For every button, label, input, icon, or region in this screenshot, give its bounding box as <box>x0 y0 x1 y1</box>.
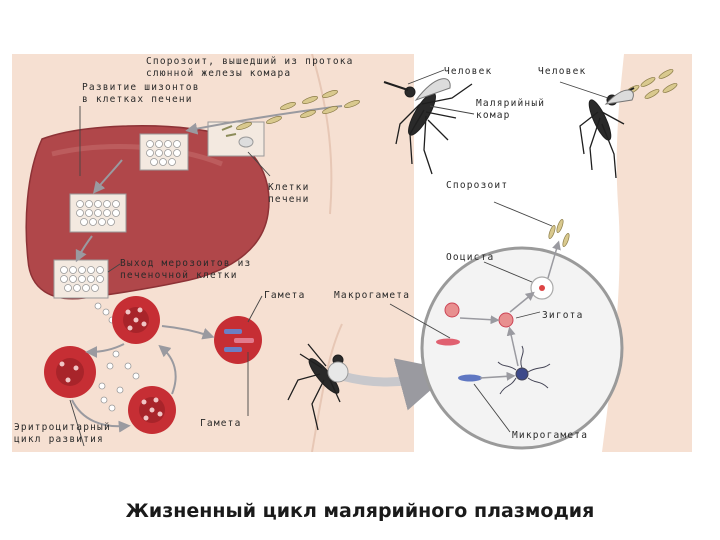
label-human-1: Человек <box>444 66 492 77</box>
sporozoites-in-mosquito <box>548 219 571 248</box>
macrogamete-icon <box>445 303 459 317</box>
label-mosquito-1: Малярийный <box>476 98 545 109</box>
label-liver-cells-1: Клетки <box>268 182 310 193</box>
label-microgamete: Микрогамета <box>512 430 588 441</box>
label-oocyst: Ооциста <box>446 252 494 263</box>
zygote-icon <box>499 313 513 327</box>
macrogamete-elongated-icon <box>436 339 460 346</box>
microgamete-elongated-icon <box>458 375 482 382</box>
human-skin-right <box>602 54 692 452</box>
liver-cell-top <box>140 134 188 170</box>
label-schizont-dev-2: в клетках печени <box>82 94 193 105</box>
label-human-2: Человек <box>538 66 586 77</box>
erythrocyte-left <box>44 346 96 398</box>
label-merozoite-exit-1: Выход мерозоитов из <box>120 258 251 269</box>
label-sporozoite-duct-2: слюнной железы комара <box>146 68 291 79</box>
label-sporozoite-duct-1: Спорозоит, вышедший из протока <box>146 56 354 67</box>
liver-cell-bottom <box>54 260 108 298</box>
label-gamete-top: Гамета <box>264 290 306 301</box>
label-mosquito-2: комар <box>476 110 511 121</box>
erythrocyte-gametocytes <box>214 316 262 364</box>
label-sporozoite: Спорозоит <box>446 180 508 191</box>
label-merozoite-exit-2: печеночной клетки <box>120 270 238 281</box>
malaria-lifecycle-diagram: Спорозоит, вышедший из протока слюнной ж… <box>12 54 692 452</box>
label-schizont-dev-1: Развитие шизонтов <box>82 82 200 93</box>
label-gamete-bottom: Гамета <box>200 418 242 429</box>
erythrocyte-top <box>112 296 160 344</box>
liver-cell-middle <box>70 194 126 232</box>
erythrocyte-bottom <box>128 386 176 434</box>
label-erythro-2: цикл развития <box>14 434 104 445</box>
label-liver-cells-2: печени <box>268 194 310 205</box>
label-erythro-1: Эритроцитарный <box>14 422 111 433</box>
label-zygote: Зигота <box>542 310 584 321</box>
liver-cell-infected <box>208 122 264 156</box>
label-macrogamete: Макрогамета <box>334 290 410 301</box>
diagram-caption: Жизненный цикл малярийного плазмодия <box>0 500 720 522</box>
